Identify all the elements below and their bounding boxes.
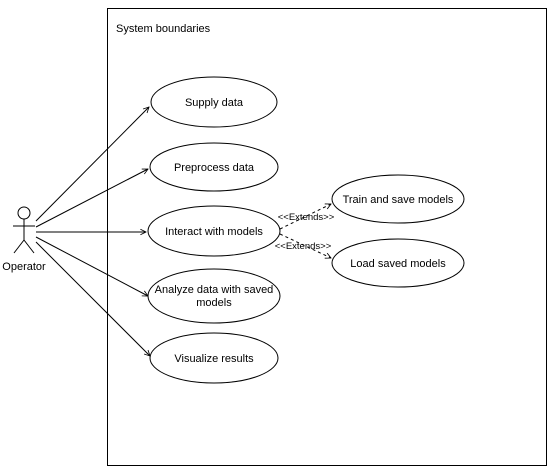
association-supply-data (35, 107, 149, 222)
actor-right-leg (23, 239, 35, 254)
use-case-train-and-save-models-label: Train and save models (343, 194, 454, 206)
use-case-analyze-data-label-line2: models (196, 297, 232, 309)
actor-left-leg (13, 239, 25, 254)
association-preprocess-data (35, 168, 148, 228)
actor-head (17, 206, 31, 220)
association-visualize-results (35, 241, 150, 356)
use-case-interact-with-models-label: Interact with models (165, 226, 263, 238)
use-case-visualize-results-label: Visualize results (174, 353, 254, 365)
use-case-train-and-save-models (331, 174, 465, 224)
operator-label: Operator (2, 261, 46, 273)
use-case-interact-with-models (147, 205, 281, 257)
use-case-supply-data-label: Supply data (185, 97, 244, 109)
use-case-analyze-data-label-line1: Analyze data with saved (155, 284, 274, 296)
association-analyze-data (35, 236, 148, 297)
operator-actor-figure (13, 206, 35, 254)
use-case-preprocess-data (149, 142, 279, 192)
use-case-supply-data (150, 76, 278, 128)
use-case-load-saved-models (331, 238, 465, 288)
extends-label-train-and-save: <<Extends>> (278, 212, 335, 223)
use-case-load-saved-models-label: Load saved models (350, 258, 446, 270)
use-case-preprocess-data-label: Preprocess data (174, 162, 255, 174)
extends-label-load-saved: <<Extends>> (275, 241, 332, 252)
use-case-analyze-data (147, 268, 281, 324)
system-boundary-label: System boundaries (116, 23, 211, 35)
use-case-visualize-results (149, 332, 279, 384)
